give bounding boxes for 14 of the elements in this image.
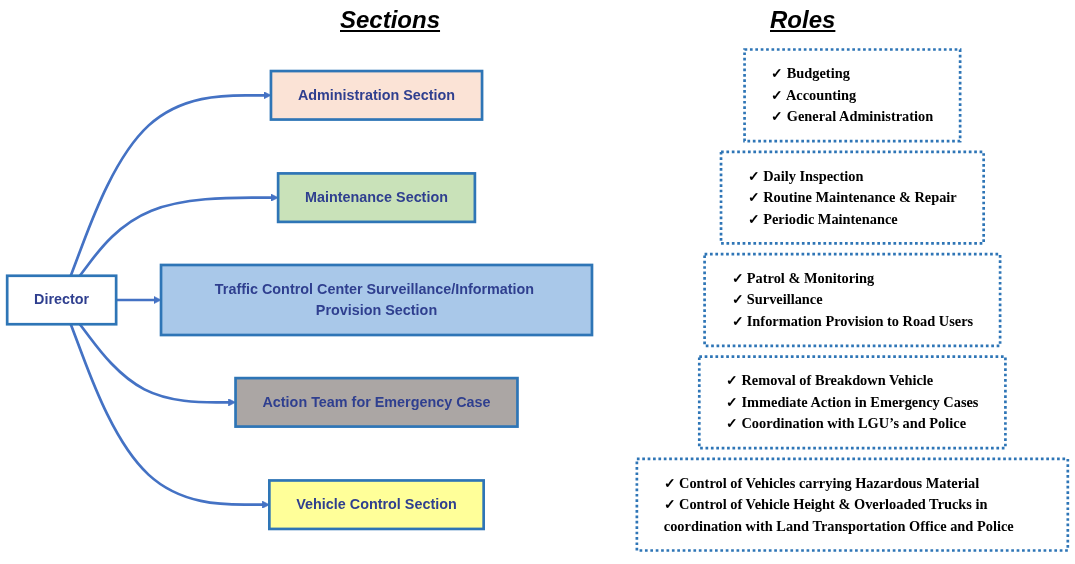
column-heading: Roles — [770, 6, 836, 34]
column-heading: Sections — [340, 6, 441, 34]
node-box: Maintenance Section — [276, 172, 477, 224]
arrow — [116, 296, 162, 304]
node-box: ✓ Patrol & Monitoring ✓ Surveillance ✓ Information Provision to Road Users — [703, 252, 1002, 348]
node-box: Administration Section — [269, 69, 484, 121]
node-box: Vehicle Control Section — [268, 479, 485, 531]
node-box: Action Team for Emergency Case — [234, 376, 519, 428]
node-box: ✓ Daily Inspection ✓ Routine Maintenance & Repair ✓ Periodic Maintenance — [719, 150, 985, 245]
node-box: ✓ Removal of Breakdown Vehicle ✓ Immediate Action in Emergency Cases ✓ Coordination with LGU’s and Police — [697, 355, 1007, 450]
node-box: ✓ Control of Vehicles carrying Hazardous Material ✓ Control of Vehicle Height & Overloaded Trucks in coordination with Land Transportation Office and Police — [635, 457, 1070, 552]
node-box: ✓ Budgeting ✓ Accounting ✓ General Administration — [743, 48, 962, 143]
node-box: Traffic Control Center Surveillance/Information Provision Section — [159, 263, 594, 337]
node-box: Director — [5, 274, 118, 326]
